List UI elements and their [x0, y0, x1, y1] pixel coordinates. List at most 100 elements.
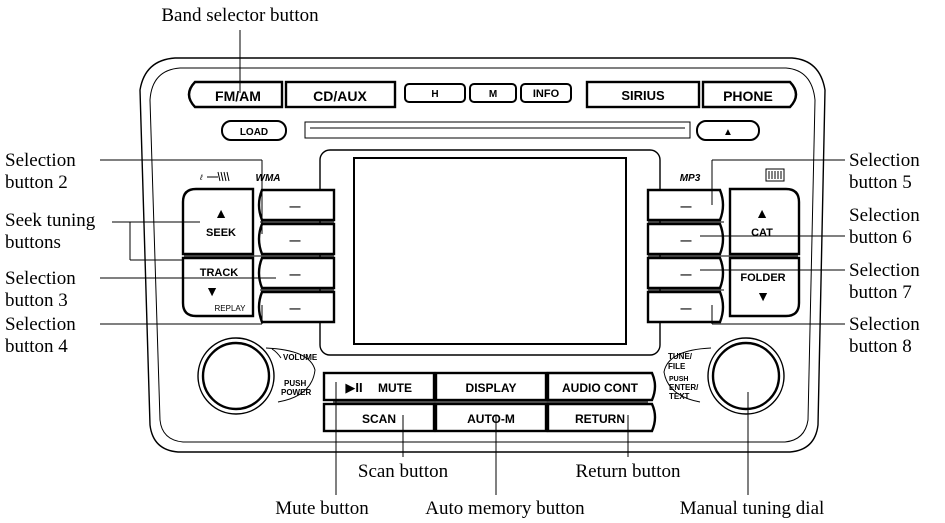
load-button[interactable]	[221, 120, 287, 141]
selection-button-6[interactable]	[646, 222, 725, 256]
mute-button[interactable]	[322, 371, 436, 402]
fm-am-button[interactable]	[187, 80, 284, 109]
selection-8-callout-line1: Selection	[849, 314, 920, 335]
cat-up-icon: ▲	[755, 205, 769, 221]
h-button[interactable]	[404, 83, 466, 103]
m-button[interactable]	[469, 83, 517, 103]
tune-label: TUNE/	[668, 352, 693, 361]
eject-icon: ▲	[723, 127, 733, 138]
selection-4-callout-line2: button 4	[5, 336, 68, 357]
selection-6-callout-line2: button 6	[849, 227, 912, 248]
auto-memory-callout: Auto memory button	[425, 498, 585, 519]
seek-button[interactable]	[181, 187, 255, 256]
return-callout: Return button	[575, 461, 681, 482]
right-button-cluster: MP3 — — — — ▲ CAT FOLDER ▼	[646, 168, 801, 324]
band-selector-callout: Band selector button	[161, 5, 319, 26]
tune-knob: TUNE/ FILE PUSH ENTER/ TEXT	[663, 337, 785, 415]
seek-label: SEEK	[206, 227, 236, 239]
top-button-row: FM/AM CD/AUX H M INFO SIRIUS PHONE	[187, 80, 798, 109]
dash-icon: —	[290, 235, 301, 247]
audio-cont-button[interactable]	[546, 371, 657, 402]
scan-button[interactable]	[322, 402, 436, 433]
selection-7-callout-line1: Selection	[849, 260, 920, 281]
seek-tuning-callout-line1: Seek tuning	[5, 210, 96, 231]
mute-callout: Mute button	[275, 498, 369, 519]
cat-button[interactable]	[728, 187, 801, 256]
selection-6-callout-line1: Selection	[849, 205, 920, 226]
selection-3-callout-line1: Selection	[5, 268, 76, 289]
dash-icon: —	[681, 235, 692, 247]
volume-label: VOLUME	[283, 353, 318, 362]
cd-aux-label: CD/AUX	[313, 88, 367, 104]
digital-audio-logo: ℓ	[199, 171, 230, 182]
dash-icon: —	[290, 269, 301, 281]
volume-push-label: PUSH	[284, 379, 306, 388]
seek-up-icon: ▲	[214, 205, 228, 221]
scan-callout: Scan button	[358, 461, 449, 482]
svg-text:ℓ: ℓ	[199, 173, 203, 182]
tune-push-label: PUSH	[669, 376, 688, 383]
audio-cont-label: AUDIO CONT	[562, 381, 639, 395]
cd-slot-row: LOAD ▲	[221, 120, 760, 141]
mute-label: MUTE	[378, 381, 412, 395]
m-label: M	[489, 89, 497, 100]
selection-2-callout-line2: button 2	[5, 172, 68, 193]
dash-icon: —	[681, 303, 692, 315]
callout-leaders	[100, 30, 845, 495]
eject-button[interactable]	[696, 120, 760, 141]
selection-3-callout-line2: button 3	[5, 290, 68, 311]
dash-icon: —	[681, 201, 692, 213]
display-label: DISPLAY	[466, 381, 517, 395]
manual-tuning-dial[interactable]	[711, 341, 781, 411]
folder-button[interactable]	[728, 256, 801, 318]
return-label: RETURN	[575, 412, 625, 426]
selection-button-2[interactable]	[257, 222, 336, 256]
selection-button-5[interactable]	[646, 188, 725, 222]
phone-button[interactable]	[701, 80, 798, 109]
wma-logo: WMA	[256, 173, 281, 184]
selection-2-callout-line1: Selection	[5, 150, 76, 171]
compact-disc-logo	[765, 168, 785, 182]
file-label: FILE	[668, 362, 686, 371]
cd-aux-button[interactable]	[284, 80, 397, 109]
text-label: TEXT	[669, 392, 690, 401]
selection-button-1[interactable]	[257, 188, 336, 222]
selection-button-7[interactable]	[646, 256, 725, 290]
auto-m-label: AUTO-M	[467, 412, 515, 426]
auto-m-button[interactable]	[434, 402, 548, 433]
scan-label: SCAN	[362, 412, 396, 426]
enter-label: ENTER/	[669, 383, 699, 392]
selection-button-4[interactable]	[257, 290, 336, 324]
dash-icon: —	[290, 303, 301, 315]
replay-label: REPLAY	[215, 304, 247, 313]
sirius-button[interactable]	[585, 80, 701, 109]
volume-knob: VOLUME PUSH POWER	[197, 337, 318, 415]
manual-tuning-callout: Manual tuning dial	[680, 498, 825, 519]
info-label: INFO	[533, 88, 560, 100]
volume-power-label: POWER	[281, 388, 311, 397]
display-screen	[319, 149, 661, 356]
selection-button-8[interactable]	[646, 290, 725, 324]
info-button[interactable]	[520, 83, 572, 103]
fm-am-label: FM/AM	[215, 88, 261, 104]
selection-8-callout-line2: button 8	[849, 336, 912, 357]
volume-knob-dial[interactable]	[201, 341, 271, 411]
dash-icon: —	[681, 269, 692, 281]
selection-5-callout-line2: button 5	[849, 172, 912, 193]
sirius-label: SIRIUS	[621, 88, 665, 103]
selection-button-3[interactable]	[257, 256, 336, 290]
seek-tuning-callout-line2: buttons	[5, 232, 61, 253]
h-label: H	[431, 89, 438, 100]
folder-label: FOLDER	[740, 272, 785, 284]
bottom-button-row: ▶II MUTE DISPLAY AUDIO CONT SCAN AUTO-M …	[322, 371, 657, 433]
track-button[interactable]	[181, 256, 255, 318]
display-button[interactable]	[434, 371, 548, 402]
selection-7-callout-line2: button 7	[849, 282, 912, 303]
track-label: TRACK	[200, 267, 239, 279]
left-button-cluster: ℓ WMA ▲ SEEK TRACK ▼ REPLAY — — — —	[181, 171, 336, 324]
selection-4-callout-line1: Selection	[5, 314, 76, 335]
dash-icon: —	[290, 201, 301, 213]
phone-label: PHONE	[723, 88, 773, 104]
